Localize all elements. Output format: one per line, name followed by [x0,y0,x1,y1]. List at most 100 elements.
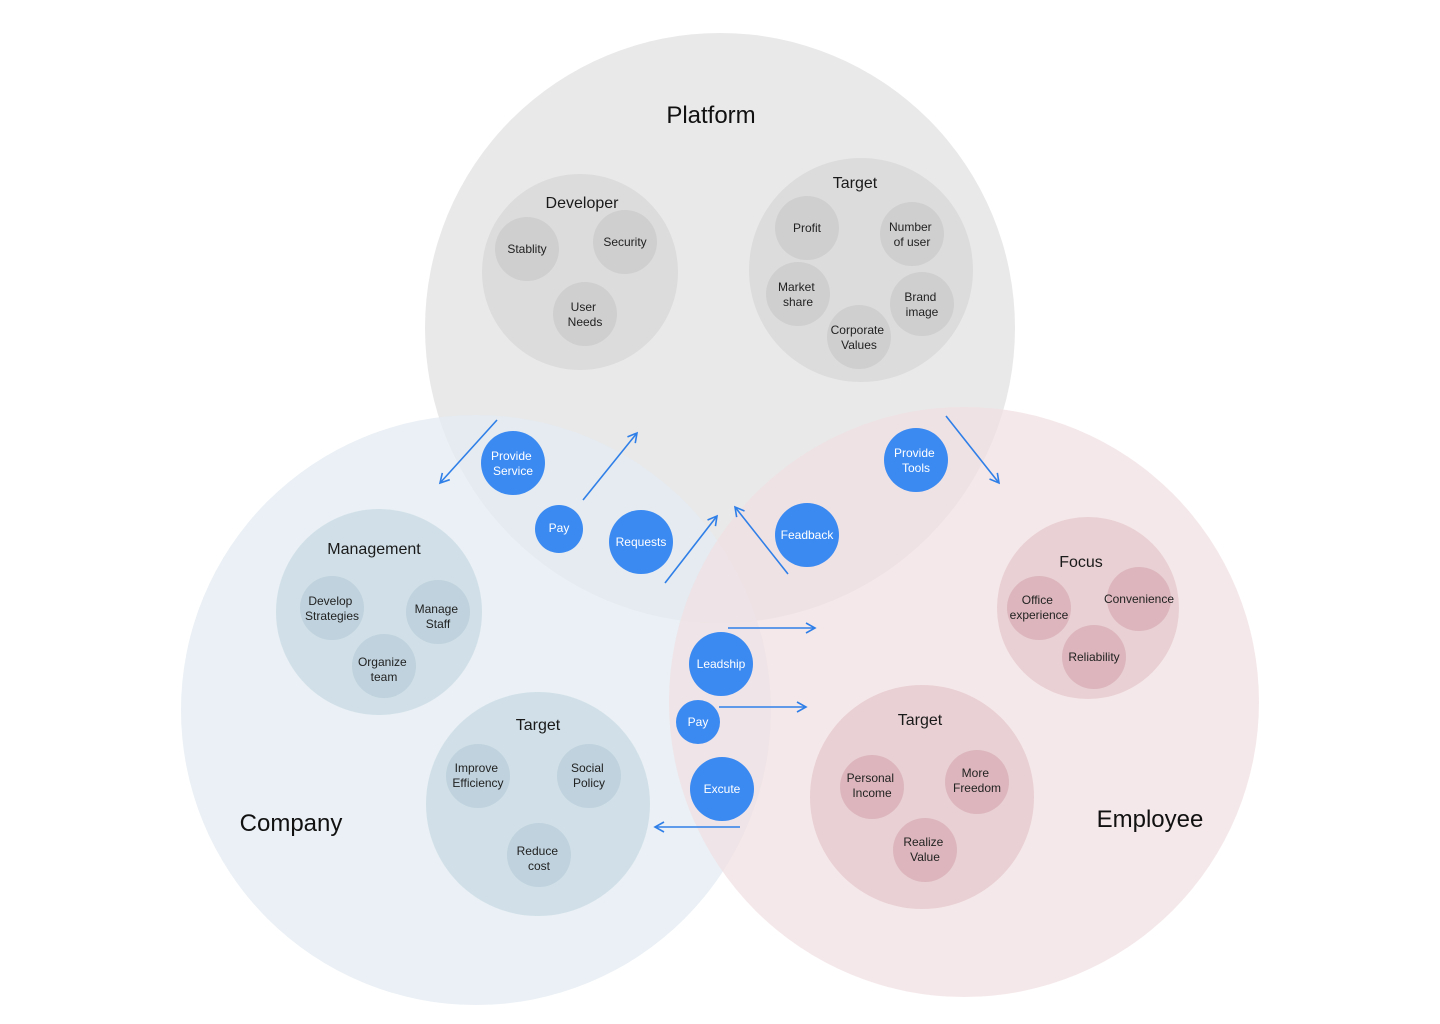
pay-bubble-employee [676,700,720,744]
employee-target-node [840,755,904,819]
management-node [300,576,364,640]
company-target-node [557,744,621,808]
employee-target-node-label: Personal Income [847,771,898,800]
employee-focus-group: Focus Office experience Convenience Reli… [997,517,1179,699]
platform-target-group: Target Profit Number of user Market shar… [749,158,973,382]
platform-target-node [880,202,944,266]
arrow-requests-to-platform [664,514,719,584]
requests-bubble [609,510,673,574]
employee-target-group: Target Personal Income More Freedom Real… [810,685,1034,909]
company-title: Company [240,810,343,837]
requests-label: Requests [616,535,667,549]
provide-service-bubble [481,431,545,495]
label-line: Convenience [1104,592,1174,606]
employee-target-node-label: More Freedom [953,766,1001,795]
leadship-bubble [689,632,753,696]
label-line: Leadship [697,657,746,671]
employee-title: Employee [1097,806,1204,833]
label-line: User [571,300,596,314]
label-line: Strategies [305,609,359,623]
developer-node-label: User Needs [568,300,603,329]
platform-target-node [775,196,839,260]
employee-target-node [893,818,957,882]
employee-target-title: Target [898,712,943,729]
platform-target-node-label: Profit [793,221,822,235]
label-line: Organize [358,655,407,669]
platform-target-node [766,262,830,326]
provide-tools-bubble [884,428,948,492]
label-line: Needs [568,315,603,329]
focus-node-label: Office experience [1010,593,1069,622]
label-line: Tools [902,461,930,475]
company-target-node [446,744,510,808]
company-target-title: Target [516,717,561,734]
label-line: Social [571,761,604,775]
label-line: Requests [616,535,667,549]
developer-node-label: Stablity [507,242,546,256]
flow-arrows [438,415,1001,833]
management-node [352,634,416,698]
management-node-label: Manage Staff [415,602,462,631]
excute-bubble [690,757,754,821]
arrow-platform-to-employee [945,415,1001,485]
management-node [406,580,470,644]
label-line: Brand [904,290,936,304]
label-line: of user [894,235,931,249]
pay-label-employee: Pay [688,715,709,729]
label-line: Value [910,850,940,864]
company-target-group: Target Improve Efficiency Social Policy … [426,692,650,916]
employee-target-node-label: Realize Value [903,835,946,864]
action-bubbles: Provide Service Pay Requests Feadback Pr… [481,428,948,821]
label-line: Policy [573,776,605,790]
label-line: Feadback [781,528,835,542]
focus-group-circle [997,517,1179,699]
developer-node [553,282,617,346]
label-line: Values [841,338,877,352]
label-line: Reliability [1068,650,1119,664]
company-target-node-label: Social Policy [571,761,607,790]
label-line: cost [528,859,551,873]
focus-group-title: Focus [1059,554,1103,571]
employee-target-node [945,750,1009,814]
management-node-label: Organize team [358,655,410,684]
developer-node [593,210,657,274]
management-group-title: Management [327,541,421,558]
management-node-label: Develop Strategies [305,594,359,623]
company-target-node-label: Reduce cost [517,844,562,873]
feedback-label: Feadback [781,528,835,542]
arrow-pay-to-platform [582,431,639,501]
platform-title: Platform [666,102,755,129]
platform-target-node-label: Corporate Values [831,323,888,352]
pay-bubble-company [535,505,583,553]
provide-tools-label: Provide Tools [894,446,938,475]
company-target-node [507,823,571,887]
label-line: Realize [903,835,943,849]
developer-group-title: Developer [546,195,620,212]
platform-developer-group: Developer Stablity Security User Needs [482,174,678,370]
label-line: Efficiency [452,776,503,790]
label-line: Manage [415,602,459,616]
provide-service-label: Provide Service [491,449,535,478]
label-line: Office [1022,593,1053,607]
employee-target-group-circle [810,685,1034,909]
label-line: Pay [549,521,570,535]
label-line: More [962,766,990,780]
feedback-bubble [775,503,839,567]
arrow-platform-to-company [438,419,498,485]
excute-label: Excute [704,782,741,796]
label-line: share [783,295,813,309]
platform-target-node-label: Brand image [904,290,939,319]
label-line: Staff [426,617,451,631]
label-line: Reduce [517,844,559,858]
label-line: Provide [894,446,935,460]
label-line: Provide [491,449,532,463]
developer-node [495,217,559,281]
label-line: Market [778,280,815,294]
company-management-group: Management Develop Strategies Manage Sta… [276,509,482,715]
label-line: Develop [308,594,352,608]
developer-node-label: Security [603,235,646,249]
label-line: Number [889,220,932,234]
platform-target-node-label: Number of user [889,220,935,249]
platform-target-node [890,272,954,336]
